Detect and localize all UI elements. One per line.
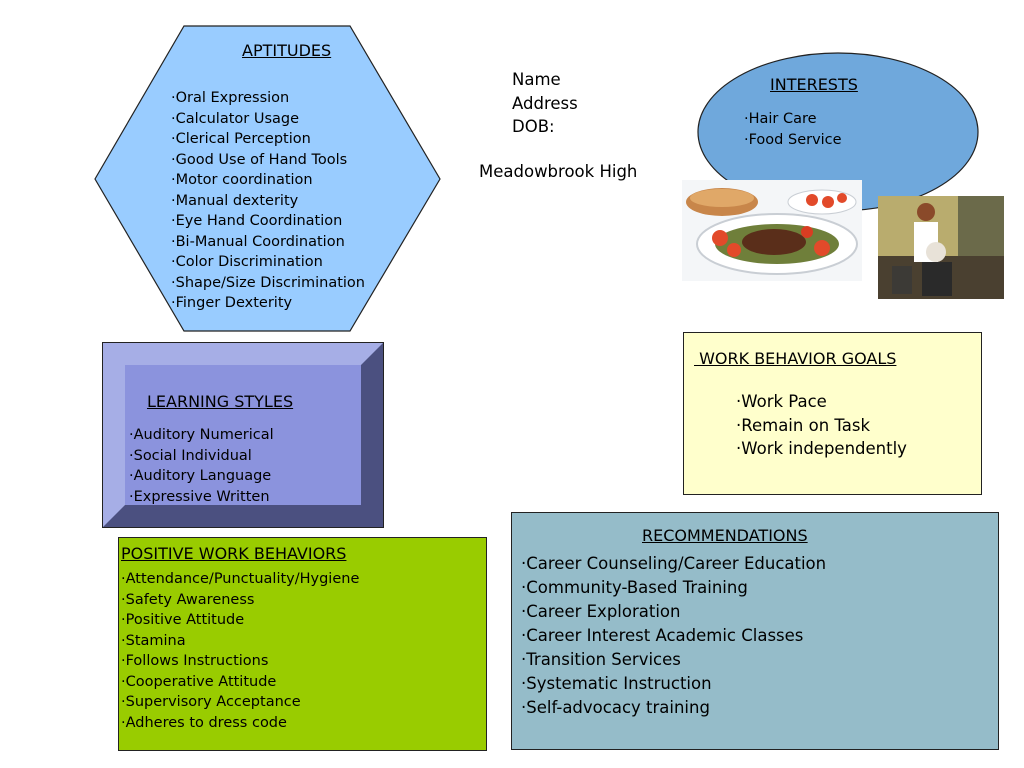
list-item: Cooperative Attitude: [121, 672, 359, 693]
list-item: Bi-Manual Coordination: [171, 232, 365, 253]
list-item: Adheres to dress code: [121, 713, 359, 734]
dob-label: DOB:: [512, 117, 555, 136]
interests-list: Hair Care Food Service: [744, 109, 842, 150]
school-name: Meadowbrook High: [479, 162, 638, 181]
list-item: Stamina: [121, 631, 359, 652]
list-item: Career Exploration: [521, 600, 826, 624]
list-item: Safety Awareness: [121, 590, 359, 611]
list-item: Remain on Task: [736, 414, 907, 438]
learning-styles-frame: [102, 342, 384, 528]
address-label: Address: [512, 93, 578, 113]
list-item: Social Individual: [129, 446, 274, 467]
student-info: Name Address DOB:: [512, 68, 578, 139]
list-item: Attendance/Punctuality/Hygiene: [121, 569, 360, 590]
learning-styles-list: Auditory Numerical Social Individual Aud…: [129, 425, 274, 507]
food-service-photo: [682, 180, 862, 281]
list-item: Work Pace: [736, 390, 907, 414]
list-item: Calculator Usage: [171, 109, 365, 130]
aptitudes-list: Oral Expression Calculator Usage Clerica…: [171, 88, 365, 314]
list-item: Career Interest Academic Classes: [521, 624, 826, 648]
list-item: Finger Dexterity: [171, 293, 365, 314]
list-item: Clerical Perception: [171, 129, 365, 150]
positive-work-behaviors-list: Attendance/Punctuality/Hygiene Safety Aw…: [121, 569, 360, 734]
recommendations-title: RECOMMENDATIONS: [642, 526, 808, 545]
list-item: Auditory Numerical: [129, 425, 274, 446]
name-label: Name: [512, 70, 561, 89]
list-item: Community-Based Training: [521, 576, 826, 600]
list-item: Shape/Size Discrimination: [171, 273, 365, 294]
learning-styles-title: LEARNING STYLES: [147, 392, 294, 411]
work-behavior-goals-list: Work Pace Remain on Task Work independen…: [736, 390, 907, 461]
list-item: Self-advocacy training: [521, 696, 826, 720]
list-item: Transition Services: [521, 648, 826, 672]
list-item: Career Counseling/Career Education: [521, 552, 826, 576]
list-item: Good Use of Hand Tools: [171, 150, 365, 171]
list-item: Positive Attitude: [121, 610, 359, 631]
list-item: Manual dexterity: [171, 191, 365, 212]
list-item: Expressive Written: [129, 487, 274, 508]
recommendations-list: Career Counseling/Career Education Commu…: [521, 552, 826, 720]
list-item: Follows Instructions: [121, 651, 359, 672]
list-item: Supervisory Acceptance: [121, 692, 359, 713]
list-item: Eye Hand Coordination: [171, 211, 365, 232]
list-item: Food Service: [744, 130, 842, 151]
list-item: Systematic Instruction: [521, 672, 826, 696]
list-item: Hair Care: [744, 109, 842, 130]
work-behavior-goals-title: WORK BEHAVIOR GOALS: [694, 349, 897, 368]
hair-salon-photo: [878, 196, 1004, 299]
list-item: Work independently: [736, 437, 907, 461]
list-item: Motor coordination: [171, 170, 365, 191]
list-item: Oral Expression: [171, 88, 365, 109]
interests-title: INTERESTS: [770, 75, 858, 94]
list-item: Color Discrimination: [171, 252, 365, 273]
positive-work-behaviors-title: POSITIVE WORK BEHAVIORS: [121, 544, 347, 563]
aptitudes-title: APTITUDES: [242, 41, 332, 60]
list-item: Auditory Language: [129, 466, 274, 487]
